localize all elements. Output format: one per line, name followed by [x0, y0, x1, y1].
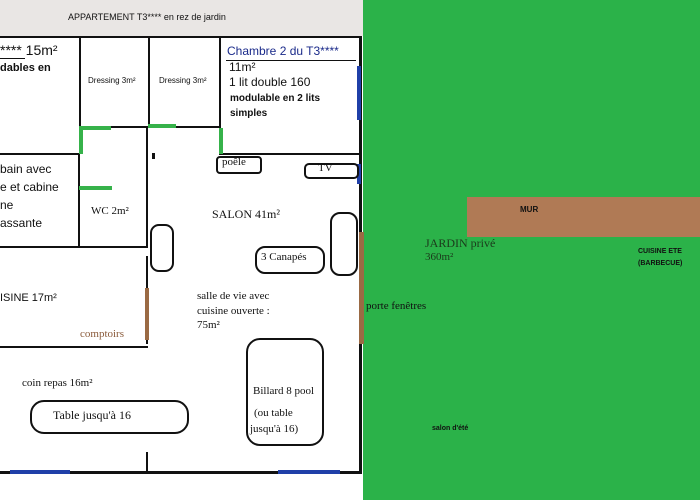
- wall-small-1: [152, 153, 155, 159]
- wall-chambre2-bottom: [219, 153, 361, 155]
- porte-fenetres-wall: [359, 232, 364, 344]
- chambre1-underline: [0, 58, 25, 59]
- bain-line4: assante: [0, 216, 43, 230]
- window-bottom-left: [10, 470, 70, 474]
- wall-wc-bottom: [0, 246, 148, 248]
- door-wc: [79, 186, 112, 190]
- wall-cuisine-bottom: [0, 346, 148, 348]
- billard-line3: jusqu'à 16): [250, 423, 299, 435]
- door-chambre2: [219, 128, 223, 154]
- vie-line2: cuisine ouverte :: [197, 305, 270, 317]
- top-band: [0, 0, 363, 36]
- tv-label: TV: [318, 162, 333, 174]
- wall-dressing-mid: [148, 36, 150, 128]
- comptoirs-label: comptoirs: [80, 328, 124, 340]
- table-box: [30, 400, 189, 434]
- door-dressing1-h: [79, 126, 111, 130]
- cuisine-ete-label: CUISINE ETE: [638, 248, 682, 255]
- door-dressing2: [148, 124, 176, 128]
- canape-right: [330, 212, 358, 276]
- chambre1-line1: dables en: [0, 62, 51, 74]
- poele-label: poêle: [222, 156, 246, 168]
- vie-line3: 75m²: [197, 319, 220, 331]
- chambre2-underline: [226, 60, 356, 61]
- wall-dressing2-right: [219, 36, 221, 128]
- plan-title: APPARTEMENT T3**** en rez de jardin: [68, 12, 226, 22]
- mur-label: MUR: [520, 205, 539, 214]
- wall-wc-right: [146, 128, 148, 248]
- cuisine-label: ISINE 17m²: [0, 292, 57, 304]
- wall-bain-right: [78, 153, 80, 248]
- tv-box: [304, 163, 359, 179]
- canapes-label: 3 Canapés: [261, 251, 307, 263]
- chambre1-title: **** 15m²: [0, 42, 58, 58]
- door-dressing1: [79, 126, 83, 154]
- salon-ete-label: salon d'été: [432, 425, 469, 432]
- window-salon: [357, 164, 361, 184]
- chambre2-line3: simples: [230, 108, 268, 119]
- jardin-area: 360m²: [425, 251, 454, 263]
- bain-line3: ne: [0, 198, 14, 212]
- outer-wall-top: [0, 36, 362, 38]
- salon-label: SALON 41m²: [212, 207, 280, 221]
- window-chambre2: [357, 66, 361, 120]
- chambre2-line2: modulable en 2 lits: [230, 93, 321, 104]
- canape-left: [150, 224, 174, 272]
- window-bottom-right: [278, 470, 340, 474]
- garden-area: [363, 0, 700, 500]
- chambre2-area: 11m²: [229, 60, 256, 74]
- bain-line1: bain avec: [0, 162, 52, 176]
- wc-label: WC 2m²: [91, 205, 129, 217]
- billard-box: [246, 338, 324, 446]
- dressing2-label: Dressing 3m²: [159, 76, 207, 85]
- billard-line2: (ou table: [254, 407, 293, 419]
- table-label: Table jusqu'à 16: [53, 408, 131, 422]
- porte-fenetres-label: porte fenêtres: [366, 300, 427, 312]
- jardin-label: JARDIN privé: [425, 236, 496, 250]
- repas-label: coin repas 16m²: [22, 377, 93, 389]
- billard-line1: Billard 8 pool: [253, 385, 315, 397]
- barbecue-label: (BARBECUE): [638, 260, 683, 267]
- wall-chambre1-right: [79, 36, 81, 128]
- wall-bain-top: [0, 153, 80, 155]
- chambre2-title: Chambre 2 du T3****: [227, 44, 339, 58]
- vie-line1: salle de vie avec: [197, 290, 270, 302]
- bain-line2: e et cabine: [0, 180, 59, 194]
- poele-box: [216, 156, 262, 174]
- chambre2-line1: 1 lit double 160: [229, 75, 311, 89]
- canapes-box: [255, 246, 325, 274]
- comptoir-wall: [145, 288, 149, 340]
- dressing1-label: Dressing 3m²: [88, 76, 136, 85]
- garden-wall: [467, 197, 700, 237]
- outer-wall-bottom: [0, 471, 362, 474]
- wall-partition-2: [146, 452, 148, 472]
